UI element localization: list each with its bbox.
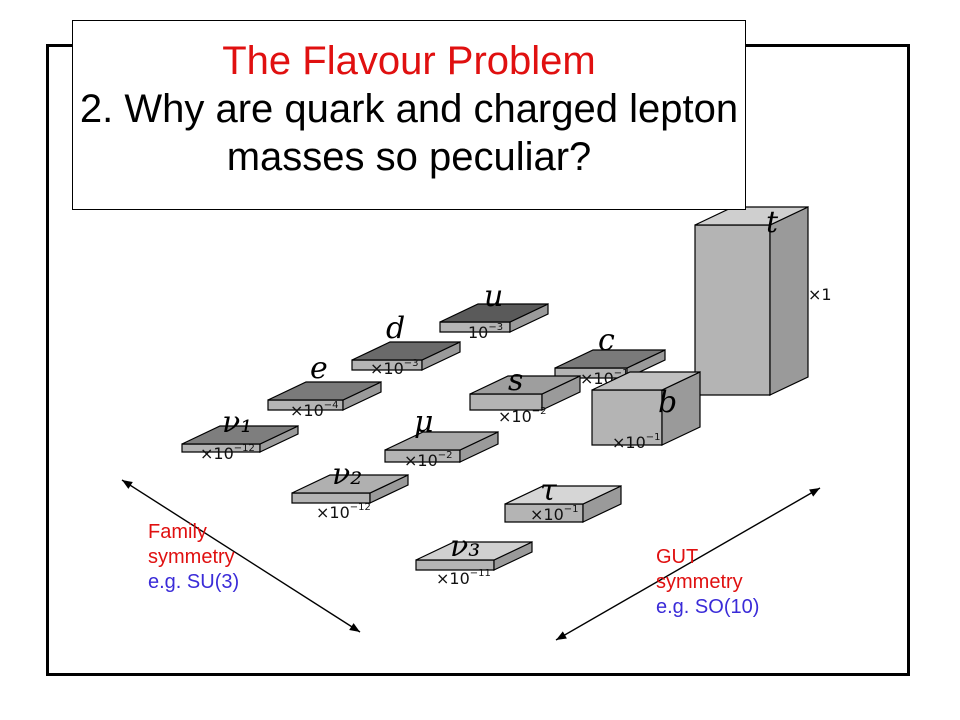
mass-exponent-nu2: −12 [350,502,371,513]
block-e-top [267,381,382,401]
mass-factor-e: ×10−4 [290,400,339,420]
block-c: c×10−1 [554,323,666,388]
block-e: e ×10−4 [267,351,382,420]
particle-label-nu2: ν₂ [332,457,362,492]
gut-symmetry-label: GUT symmetry e.g. SO(10) [656,545,759,620]
particle-label-b: b [658,385,677,420]
particle-label-nu3: ν₃ [450,529,480,564]
mass-factor-u: 10−3 [468,322,503,342]
family-symmetry-example: e.g. SU(3) [148,571,240,593]
gut-symmetry-example: e.g. SO(10) [656,596,760,618]
family-symmetry-line2: symmetry [148,546,235,568]
mass-factor-nu3: ×10−11 [436,568,491,588]
block-nu1-top [181,425,299,445]
mass-exponent-c: −1 [614,368,629,379]
block-mu-top [384,431,499,451]
block-nu2-top [291,474,409,494]
mass-factor-mu: ×10−2 [404,450,453,470]
mass-exponent-u: −3 [488,322,503,333]
mass-exponent-s: −2 [532,406,547,417]
mass-factor-nu2: ×10−12 [316,502,371,522]
mass-factor-s: ×10−2 [498,406,547,426]
block-t-front [694,224,771,396]
mass-exponent-mu: −2 [438,450,453,461]
mass-exponent-e: −4 [324,400,339,411]
block-nu3: ν₃ ×10−11 [415,529,533,588]
block-tau: τ×10−1 [504,473,622,524]
title-line-1: The Flavour Problem [222,39,596,83]
gut-symmetry-line1: GUT [656,546,699,568]
particle-label-c: c [598,323,615,358]
mass-factor-nu1: ×10−12 [200,443,255,463]
title-box: The Flavour Problem 2. Why are quark and… [72,20,746,210]
family-symmetry-label: Family symmetry e.g. SU(3) [148,520,239,595]
block-s-top [469,375,581,395]
block-tau-top [504,485,622,505]
mass-exponent-b: −1 [646,432,661,443]
gut-symmetry-line2: symmetry [656,571,743,593]
block-b: b ×10−1 [591,371,701,452]
particle-label-nu1: ν₁ [222,405,252,440]
particle-label-u: u [484,279,503,314]
particle-label-d: d [386,311,405,346]
block-c-top [554,349,666,369]
particle-label-tau: τ [540,473,557,508]
block-u: u 10−3 [439,279,549,342]
family-symmetry-line1: Family [148,521,207,543]
mass-exponent-nu3: −11 [470,568,491,579]
block-u-top [439,303,549,323]
mass-exponent-nu1: −12 [234,443,255,454]
block-nu3-top [415,541,533,561]
block-nu1: ν₁ ×10−12 [181,405,299,463]
block-t-top [694,206,809,226]
block-nu2: ν₂ ×10−12 [291,457,409,522]
particle-label-t: t [766,205,779,240]
mass-factor-b: ×10−1 [612,432,661,452]
block-t: t ×1 [694,205,832,396]
block-mu: μ ×10−2 [384,405,499,470]
particle-label-mu: μ [414,405,434,440]
block-b-top [591,371,701,391]
particle-label-e: e [310,351,328,386]
mass-exponent-d: −3 [404,358,419,369]
title-line-2: 2. Why are quark and charged lepton mass… [79,87,739,179]
family-symmetry-arrow [121,479,361,633]
mass-exponent-tau: −1 [564,504,579,515]
block-d: d ×10−3 [351,311,461,378]
gut-symmetry-arrow [555,487,821,641]
block-d-top [351,341,461,361]
mass-factor-d: ×10−3 [370,358,419,378]
particle-label-s: s [508,363,523,398]
mass-factor-t: ×1 [808,285,832,304]
